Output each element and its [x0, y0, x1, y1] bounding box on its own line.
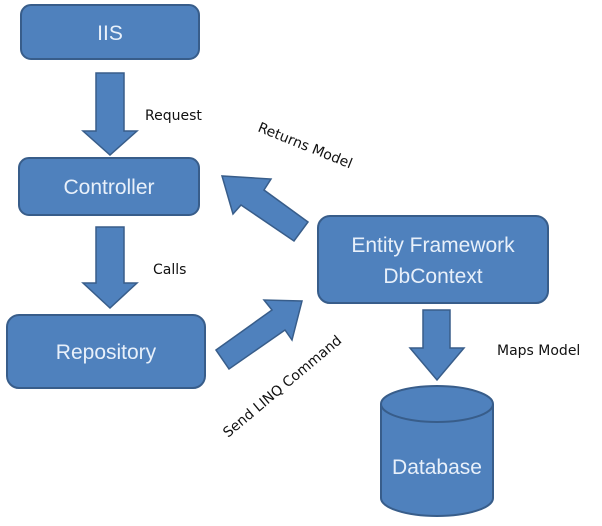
node-repository: Repository	[6, 314, 206, 389]
node-controller: Controller	[18, 157, 200, 216]
arrow-returns-model	[220, 175, 310, 243]
edge-label-returns-model: Returns Model	[256, 120, 355, 172]
node-iis-label: IIS	[97, 22, 123, 45]
arrow-request	[81, 72, 139, 157]
node-entity-framework-line2: DbContext	[383, 265, 482, 288]
edge-label-calls: Calls	[153, 262, 186, 278]
edge-label-request: Request	[145, 108, 202, 124]
node-repository-label: Repository	[56, 341, 157, 364]
arrow-maps-model	[408, 309, 466, 382]
node-database-label: Database	[392, 456, 482, 479]
node-database: Database	[380, 385, 494, 517]
node-iis: IIS	[20, 4, 200, 60]
arrow-send-linq-command	[214, 299, 303, 371]
edge-label-maps-model: Maps Model	[497, 343, 580, 359]
arrow-calls	[81, 226, 139, 310]
node-entity-framework: Entity Framework DbContext	[317, 215, 549, 304]
node-controller-label: Controller	[63, 176, 154, 199]
node-entity-framework-line1: Entity Framework	[351, 234, 515, 257]
